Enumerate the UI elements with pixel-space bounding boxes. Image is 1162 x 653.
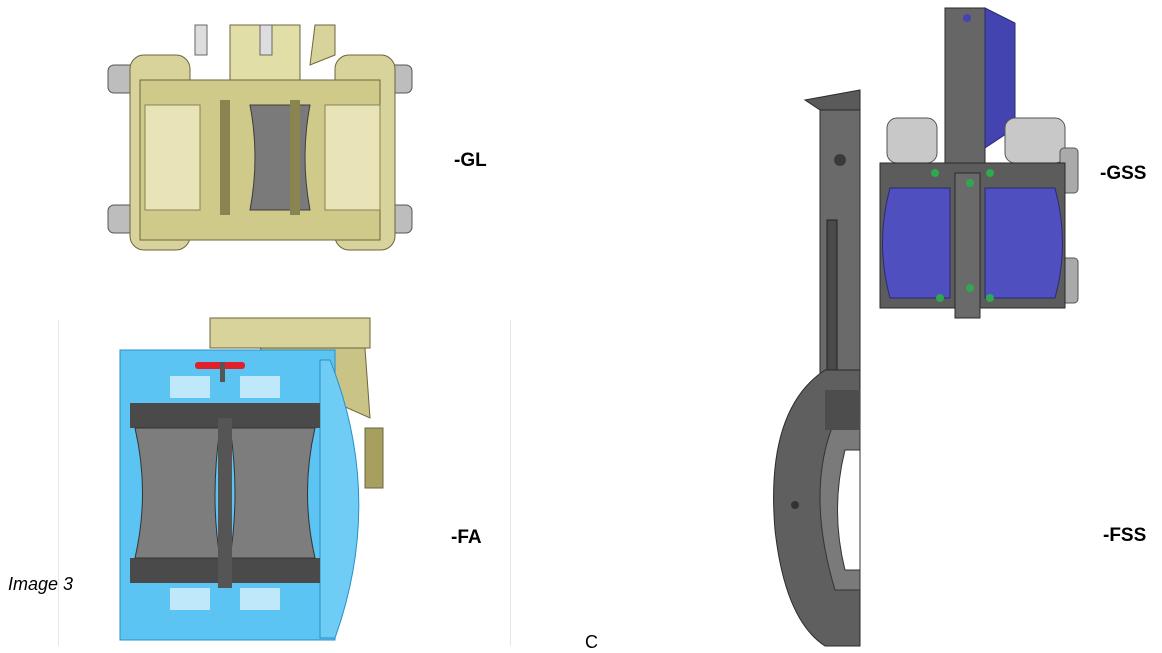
gl-valve-drawing [107,24,413,251]
fss-label: -FSS [1103,525,1147,546]
fa-valve-drawing [119,317,384,641]
fa-label: -FA [451,527,482,548]
divider-line [510,320,511,646]
fss-valve-drawing [773,89,861,647]
gl-label: -GL [454,150,487,171]
stray-glyph: C [585,632,598,652]
divider-line [58,320,59,646]
image-caption: Image 3 [8,574,74,594]
gss-label: -GSS [1100,163,1147,184]
gss-valve-drawing [879,7,1079,319]
